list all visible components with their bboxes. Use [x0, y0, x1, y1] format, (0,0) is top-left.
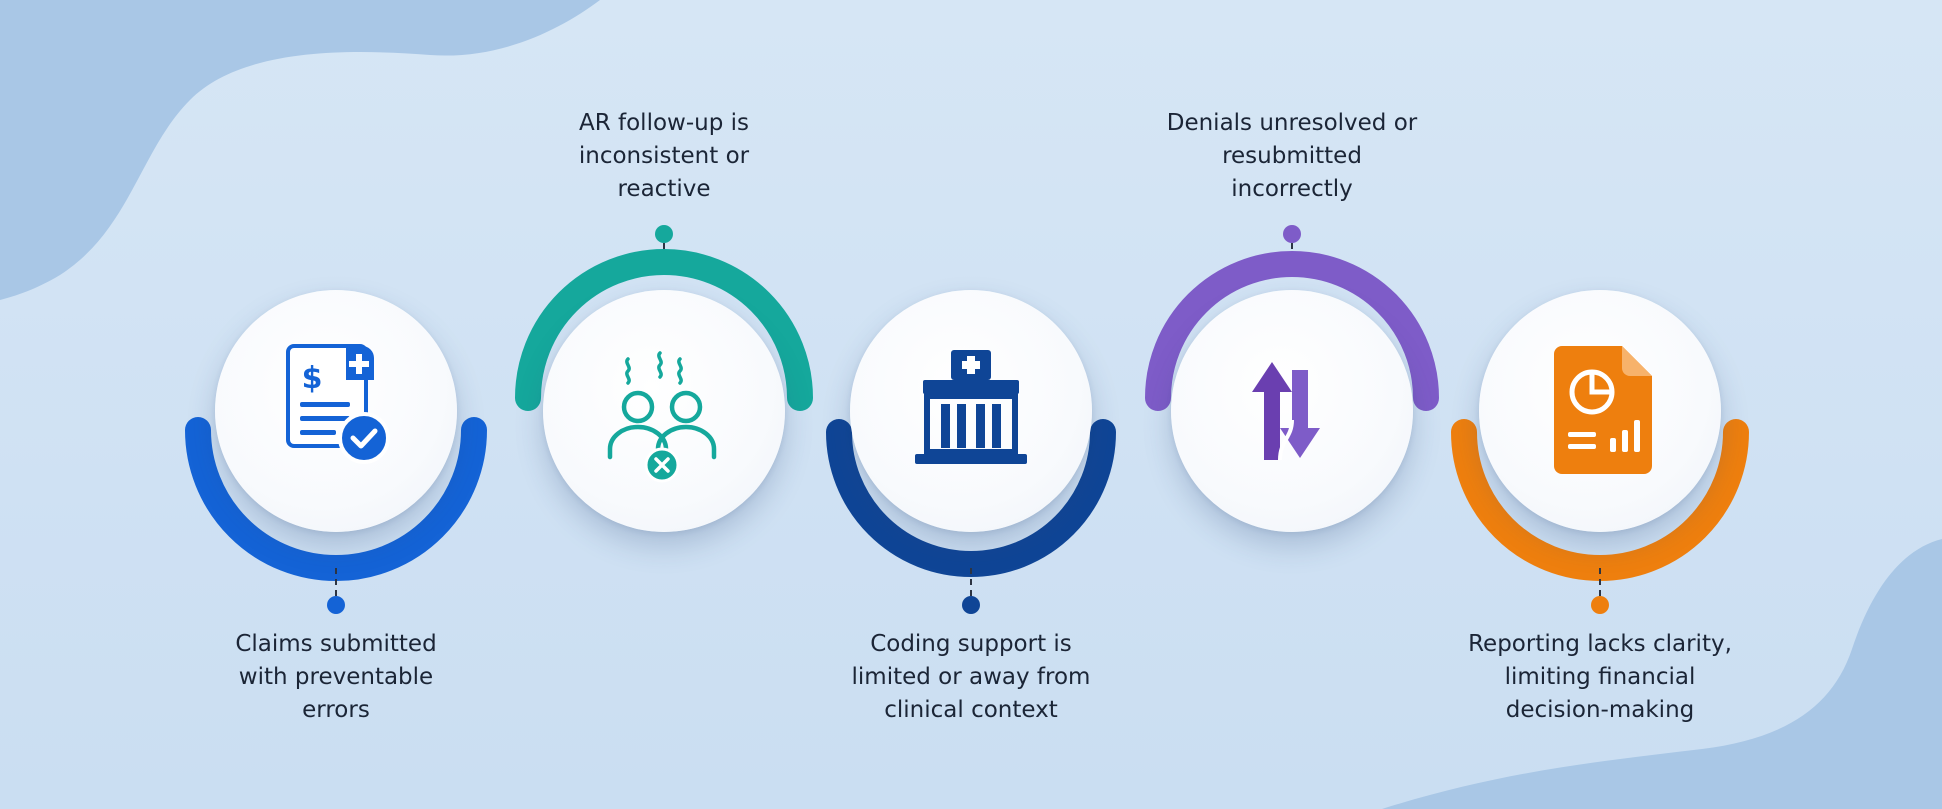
icon-circle: [850, 290, 1092, 532]
step-arc: [826, 419, 1116, 577]
resubmit-arrows-icon: [1252, 362, 1320, 461]
connector-line: [970, 568, 972, 596]
step-label: Coding support is limited or away from c…: [851, 631, 1091, 723]
connector-dot: [962, 596, 980, 614]
report-chart-icon: [1554, 346, 1652, 474]
step-arc: [185, 417, 487, 581]
step-label: Denials unresolved or resubmitted incorr…: [1166, 110, 1418, 202]
connector-dot: [655, 225, 673, 243]
bottom-right-blob: [1382, 539, 1942, 809]
step-label: Claims submitted with preventable errors: [235, 631, 437, 723]
step-label: AR follow-up is inconsistent or reactive: [578, 110, 750, 202]
top-left-blob: [0, 0, 600, 300]
icon-circle: [543, 290, 785, 532]
step-arc: [515, 249, 813, 411]
connector-dot: [1283, 225, 1301, 243]
connector-line: [335, 568, 337, 596]
connector-line: [1599, 568, 1601, 596]
claim-document-check-icon: $: [286, 344, 390, 464]
step-arc: [1145, 251, 1439, 411]
connector-dot: [327, 596, 345, 614]
svg-text:$: $: [302, 361, 323, 396]
frustrated-people-icon: [607, 351, 717, 483]
connector-dot: [1591, 596, 1609, 614]
step-label: Reporting lacks clarity, limiting financ…: [1468, 631, 1732, 723]
hospital-building-icon: [915, 350, 1027, 464]
